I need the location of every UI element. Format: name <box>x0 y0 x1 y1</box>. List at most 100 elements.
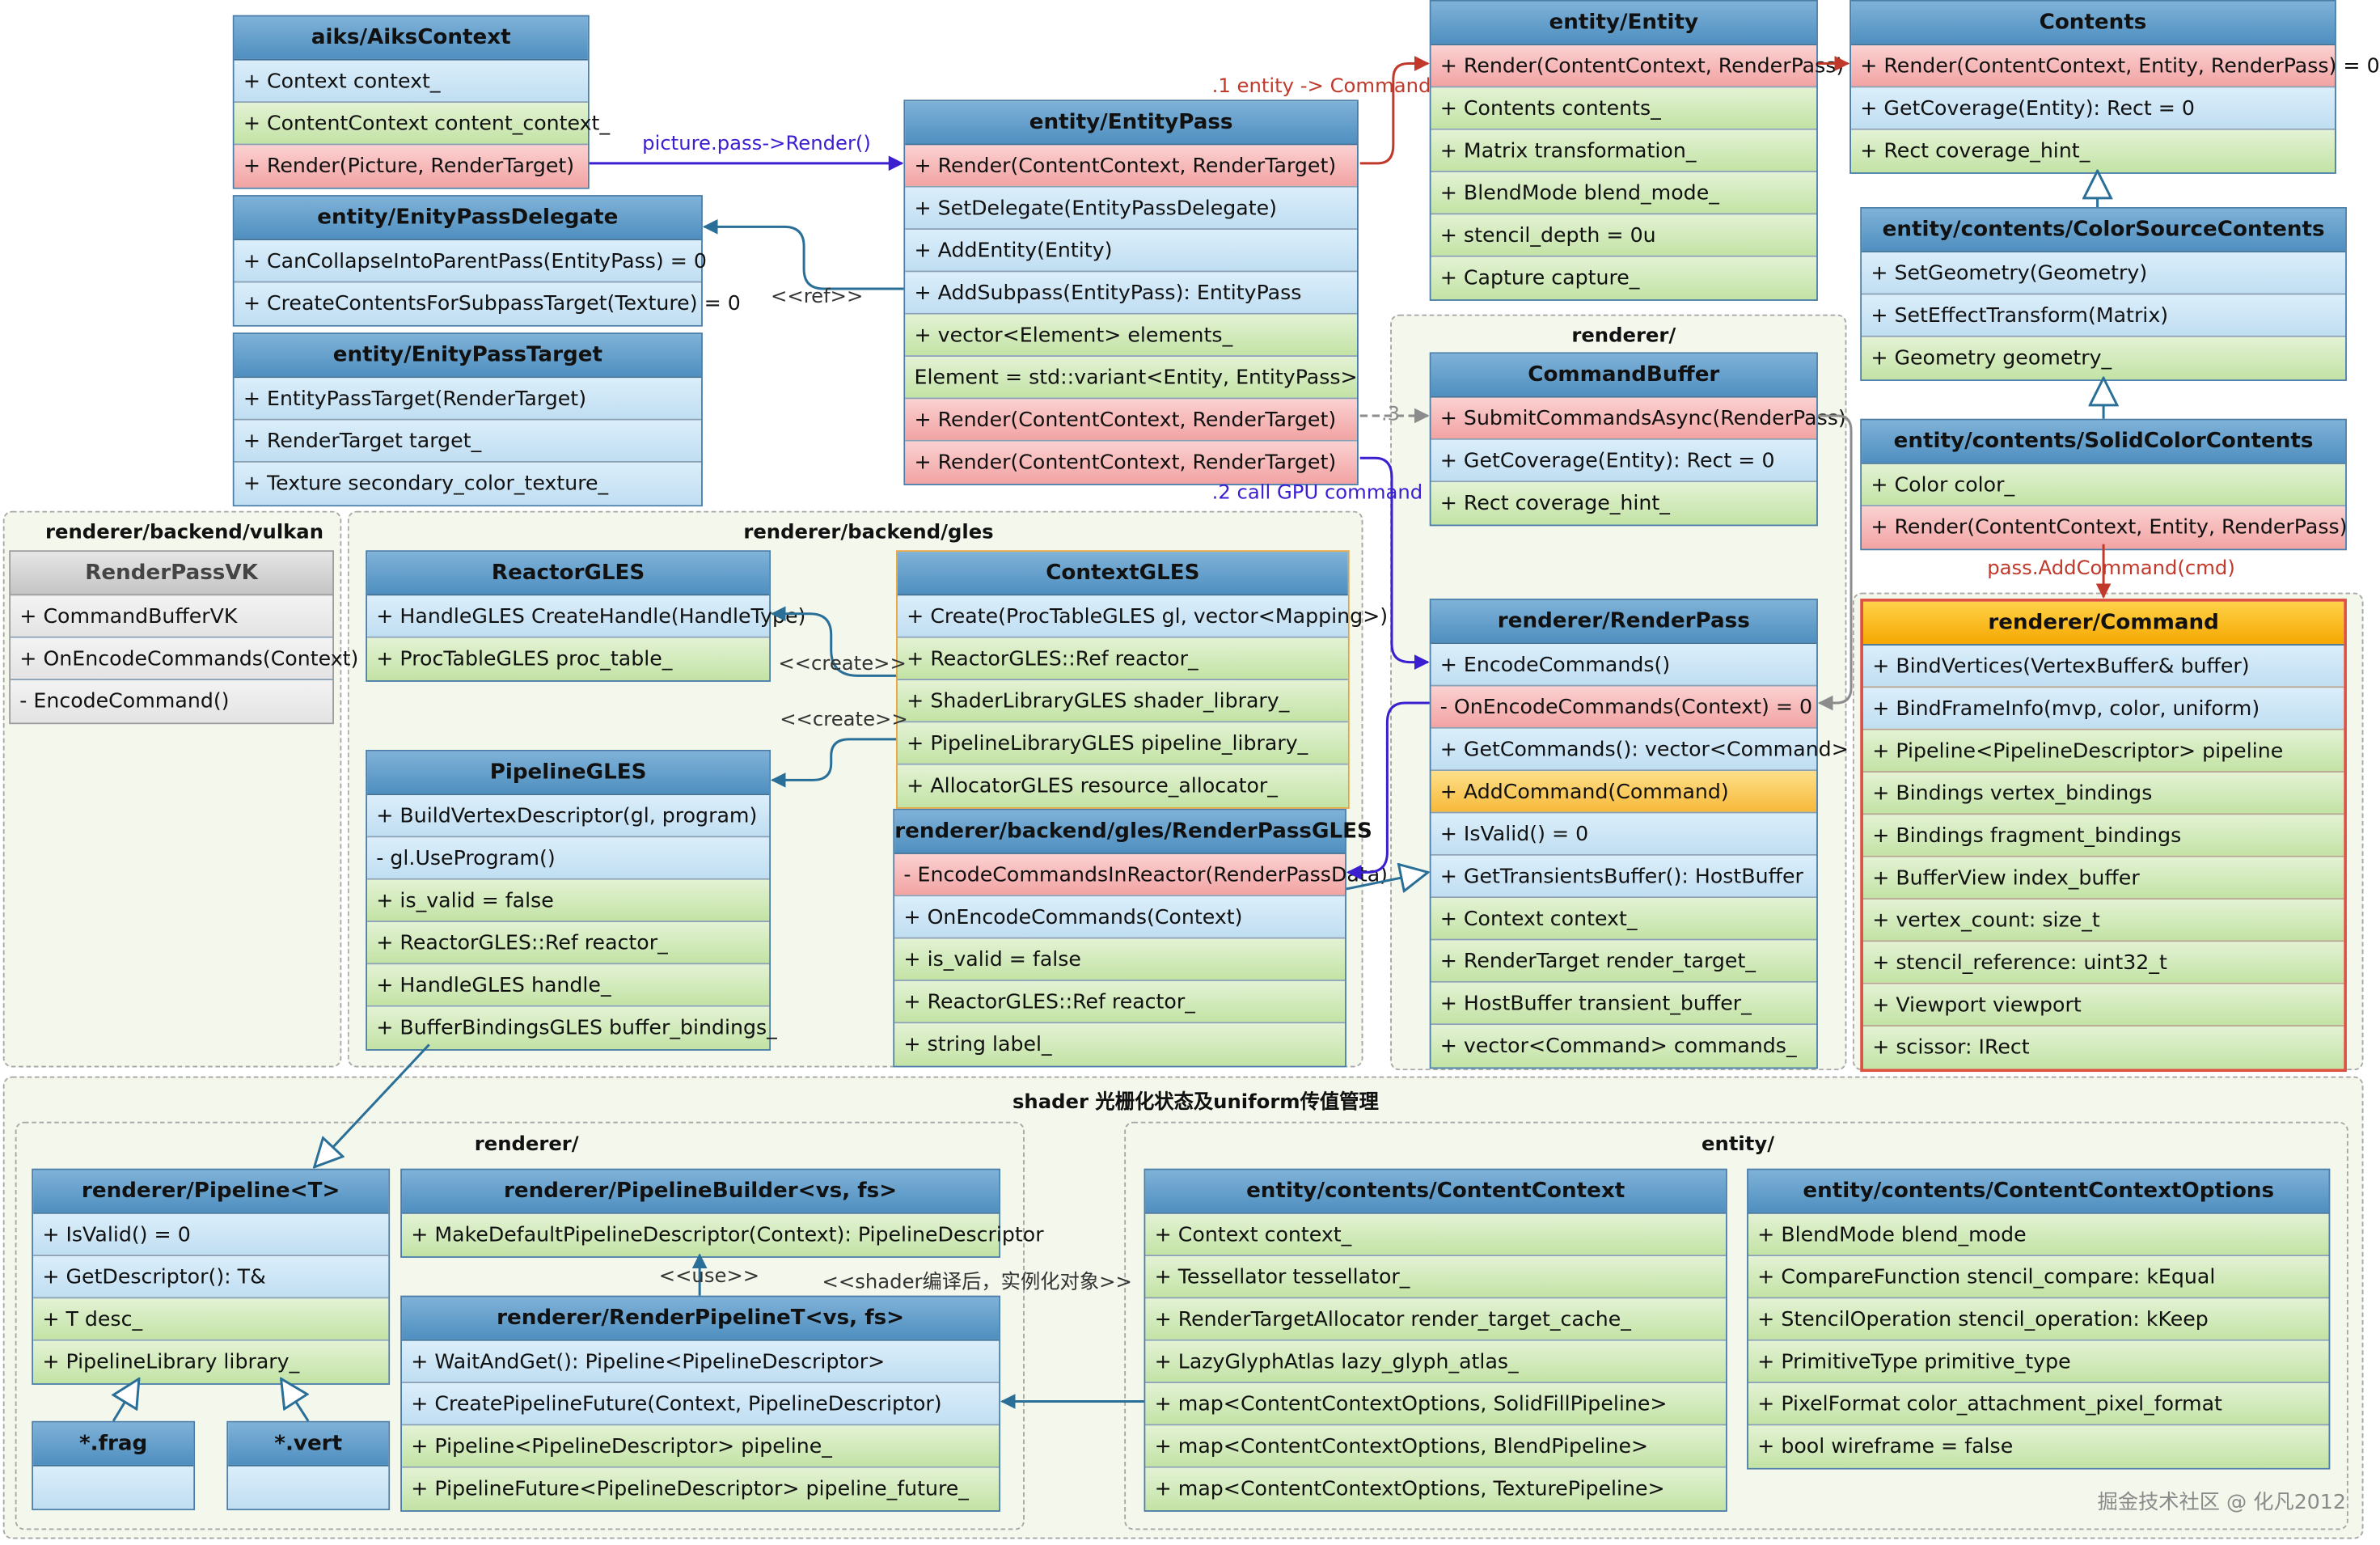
class-member: + BufferView index_buffer <box>1862 857 2344 899</box>
class-render-pass-vk[interactable]: RenderPassVK + CommandBufferVK + OnEncod… <box>9 550 358 725</box>
class-member: + Matrix transformation_ <box>1431 129 1817 173</box>
class-member: + PrimitiveType primitive_type <box>1748 1340 2329 1384</box>
class-member: + vector<Command> commands_ <box>1431 1025 1817 1068</box>
class-color-source-contents[interactable]: entity/contents/ColorSourceContents + Se… <box>1860 207 2347 381</box>
class-entity[interactable]: entity/Entity + Render(ContentContext, R… <box>1429 0 1844 301</box>
class-member: + Render(ContentContext, RenderTarget) <box>905 145 1358 188</box>
class-member: + ContentContext content_context_ <box>234 103 610 146</box>
class-member: - OnEncodeCommands(Context) = 0 <box>1431 686 1817 729</box>
edge-label-create-reactor: <<create>> <box>778 653 907 676</box>
class-pipeline-gles[interactable]: PipelineGLES + BuildVertexDescriptor(gl,… <box>366 749 777 1051</box>
class-member: + Render(ContentContext, RenderTarget) <box>905 441 1358 485</box>
group-shader-label: shader 光栅化状态及uniform传值管理 <box>1012 1091 1379 1115</box>
class-member: + Viewport viewport <box>1862 984 2344 1026</box>
class-member: + IsValid() = 0 <box>1431 813 1817 856</box>
group-renderer-bottom-label: renderer/ <box>474 1133 579 1157</box>
class-command-buffer[interactable]: CommandBuffer + SubmitCommandsAsync(Rend… <box>1429 352 1846 527</box>
class-member: + AddCommand(Command) <box>1431 771 1817 814</box>
edge-entitypass-call-gpu <box>1359 456 1430 670</box>
class-member: + BlendMode blend_mode <box>1748 1213 2329 1257</box>
class-member: + Capture capture_ <box>1431 256 1817 300</box>
class-member: + GetCoverage(Entity): Rect = 0 <box>1851 87 2335 130</box>
class-member: + Context context_ <box>1431 898 1817 941</box>
class-member: + RenderTarget render_target_ <box>1431 940 1817 983</box>
class-member: + GetCommands(): vector<Command> <box>1431 728 1849 772</box>
class-title: entity/Entity <box>1431 1 1817 46</box>
class-solid-color-contents[interactable]: entity/contents/SolidColorContents + Col… <box>1860 418 2347 551</box>
group-vulkan-label: renderer/backend/vulkan <box>45 521 323 544</box>
class-contents[interactable]: Contents + Render(ContentContext, Entity… <box>1849 0 2380 174</box>
class-member: + Create(ProcTableGLES gl, vector<Mappin… <box>897 595 1388 638</box>
class-reactor-gles[interactable]: ReactorGLES + HandleGLES CreateHandle(Ha… <box>366 550 805 682</box>
class-member: + LazyGlyphAtlas lazy_glyph_atlas_ <box>1145 1340 1726 1384</box>
class-member: + SetDelegate(EntityPassDelegate) <box>905 187 1358 231</box>
class-member: Element = std::variant<Entity, EntityPas… <box>905 357 1358 400</box>
class-pipeline-builder[interactable]: renderer/PipelineBuilder<vs, fs> + MakeD… <box>400 1168 1044 1258</box>
class-member: + Render(ContentContext, Entity, RenderP… <box>1862 506 2347 549</box>
class-entity-pass-target[interactable]: entity/EnityPassTarget + EntityPassTarge… <box>232 332 703 507</box>
class-member: + CanCollapseIntoParentPass(EntityPass) … <box>234 240 707 283</box>
class-member: + Contents contents_ <box>1431 87 1817 130</box>
class-context-gles[interactable]: ContextGLES + Create(ProcTableGLES gl, v… <box>896 550 1388 809</box>
class-member: + string label_ <box>894 1023 1346 1066</box>
class-member: + EntityPassTarget(RenderTarget) <box>234 378 702 421</box>
class-member: + ShaderLibraryGLES shader_library_ <box>897 680 1348 723</box>
class-member: + Render(ContentContext, RenderPass) <box>1431 45 1844 88</box>
class-member: + PipelineFuture<PipelineDescriptor> pip… <box>402 1467 1000 1511</box>
edge-vert-inherits-pipeline <box>281 1378 309 1422</box>
class-member: + ReactorGLES::Ref reactor_ <box>367 922 770 965</box>
edge-label-use: <<use>> <box>658 1265 760 1289</box>
class-member: + Texture secondary_color_texture_ <box>234 462 702 506</box>
group-renderer-top-label: renderer/ <box>1571 324 1676 348</box>
class-member: + map<ContentContextOptions, SolidFillPi… <box>1145 1383 1726 1426</box>
edge-frag-inherits-pipeline <box>113 1378 139 1422</box>
group-gles-label: renderer/backend/gles <box>743 521 994 544</box>
class-empty-body <box>228 1466 389 1509</box>
class-frag[interactable]: *.frag <box>32 1420 196 1511</box>
class-entity-pass-delegate[interactable]: entity/EnityPassDelegate + CanCollapseIn… <box>232 195 741 327</box>
class-render-pass-gles[interactable]: renderer/backend/gles/RenderPassGLES - E… <box>893 808 1388 1068</box>
class-pipeline[interactable]: renderer/Pipeline<T> + IsValid() = 0 + G… <box>32 1168 391 1385</box>
edge-contextgles-create-reactor <box>770 606 897 677</box>
class-title: RenderPassVK <box>11 552 333 596</box>
class-entity-pass[interactable]: entity/EntityPass + Render(ContentContex… <box>903 99 1359 485</box>
class-render-pass[interactable]: renderer/RenderPass + EncodeCommands() -… <box>1429 599 1849 1069</box>
class-member: + Tessellator tessellator_ <box>1145 1256 1726 1299</box>
class-member: + AddSubpass(EntityPass): EntityPass <box>905 272 1358 315</box>
edge-rendergles-inherits-renderpass <box>1346 872 1428 889</box>
class-member: + PipelineLibraryGLES pipeline_library_ <box>897 722 1348 765</box>
class-content-context[interactable]: entity/contents/ContentContext + Context… <box>1143 1168 1727 1512</box>
class-member: + StencilOperation stencil_operation: kK… <box>1748 1298 2329 1341</box>
edge-renderpass-to-rendergles <box>1346 701 1430 880</box>
class-member: + CreatePipelineFuture(Context, Pipeline… <box>402 1383 1000 1426</box>
edge-label-entity-command: .1 entity -> Command <box>1211 75 1431 99</box>
class-member: + T desc_ <box>33 1298 389 1341</box>
class-member: + Pipeline<PipelineDescriptor> pipeline_ <box>402 1425 1000 1468</box>
class-member: + BindFrameInfo(mvp, color, uniform) <box>1862 688 2344 730</box>
class-member: + map<ContentContextOptions, BlendPipeli… <box>1145 1425 1726 1468</box>
class-member: + Bindings fragment_bindings <box>1862 815 2344 857</box>
class-member: + SetEffectTransform(Matrix) <box>1862 294 2346 337</box>
class-member: + BlendMode blend_mode_ <box>1431 172 1817 215</box>
class-aiks-context[interactable]: aiks/AiksContext + Context context_ + Co… <box>232 15 610 189</box>
class-title: Contents <box>1851 1 2335 46</box>
class-member: + OnEncodeCommands(Context) <box>11 637 358 681</box>
class-member: + SubmitCommandsAsync(RenderPass) <box>1431 397 1846 440</box>
class-member: + CompareFunction stencil_compare: kEqua… <box>1748 1256 2329 1299</box>
class-render-pipeline-t[interactable]: renderer/RenderPipelineT<vs, fs> + WaitA… <box>400 1295 1001 1512</box>
edge-pipelinegles-inherits-pipeline <box>315 1043 430 1166</box>
class-member: + OnEncodeCommands(Context) <box>894 896 1346 939</box>
class-vert[interactable]: *.vert <box>226 1420 391 1511</box>
class-title: *.frag <box>33 1422 194 1467</box>
class-member: + vector<Element> elements_ <box>905 314 1358 358</box>
class-title: entity/contents/ContentContext <box>1145 1170 1726 1214</box>
class-title: renderer/PipelineBuilder<vs, fs> <box>402 1170 1000 1214</box>
class-title: renderer/backend/gles/RenderPassGLES <box>894 810 1372 854</box>
class-member: + HandleGLES handle_ <box>367 964 770 1007</box>
class-content-context-options[interactable]: entity/contents/ContentContextOptions + … <box>1747 1168 2331 1470</box>
class-member: + EncodeCommands() <box>1431 644 1817 687</box>
class-member: + Pipeline<PipelineDescriptor> pipeline <box>1862 730 2344 773</box>
class-command[interactable]: renderer/Command + BindVertices(VertexBu… <box>1860 599 2347 1073</box>
class-member: + BufferBindingsGLES buffer_bindings_ <box>367 1006 777 1050</box>
